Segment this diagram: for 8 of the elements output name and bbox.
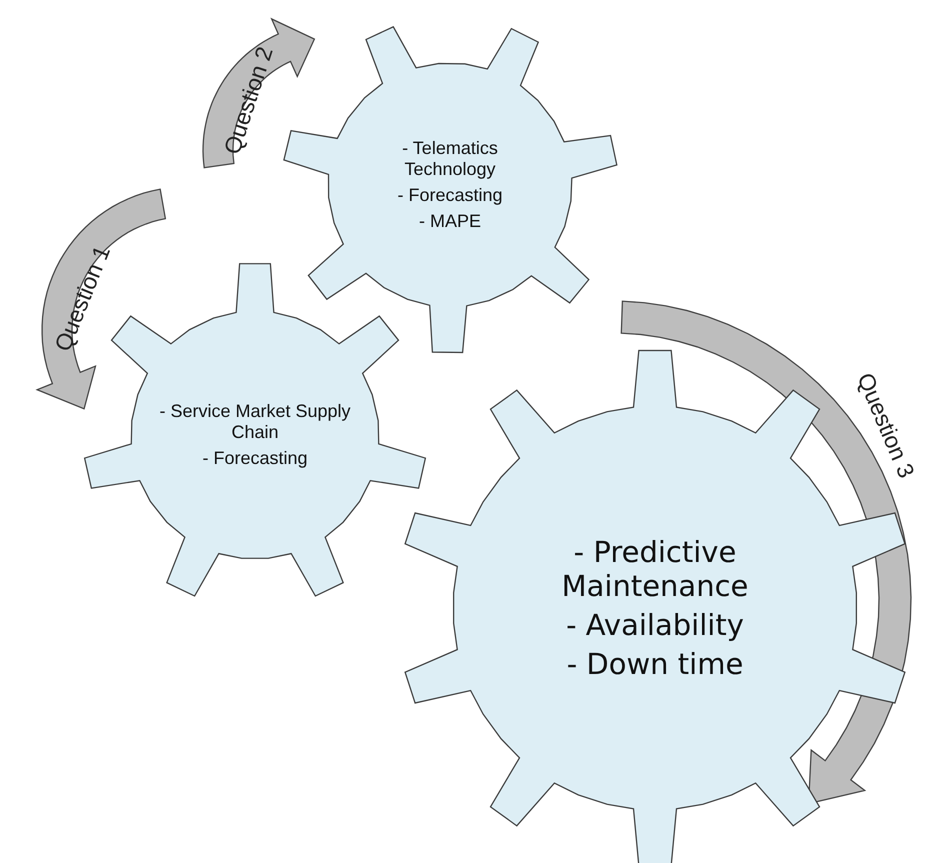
gear-text: - Service Market Supply Chain [158, 401, 352, 443]
gear-text: - Predictive Maintenance [560, 535, 750, 603]
gear-text: - Telematics Technology [401, 138, 499, 180]
gear-text: - MAPE [418, 211, 482, 232]
gear-text: - Availability [565, 608, 745, 642]
gear-text: - Forecasting [396, 185, 504, 206]
gear-text: - Down time [566, 647, 744, 681]
gear-text: - Forecasting [201, 448, 309, 469]
